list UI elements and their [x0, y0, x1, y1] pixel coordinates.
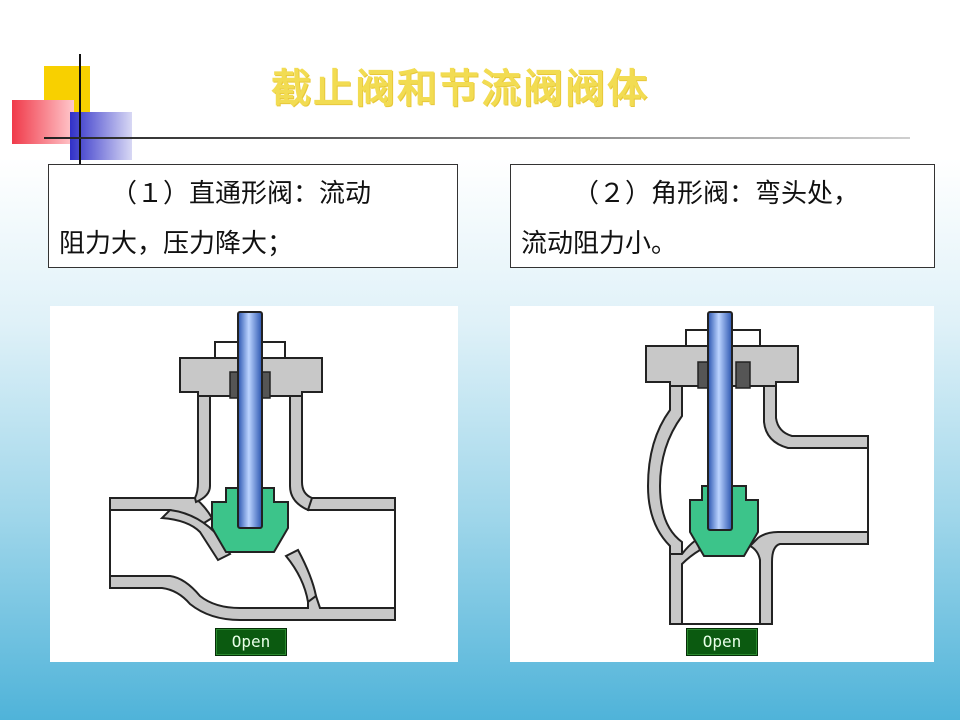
page-title: 截止阀和节流阀阀体 [271, 66, 649, 112]
angle-right-wall [763, 385, 869, 449]
angle-packing-right [735, 361, 751, 389]
deco-vertical-line [79, 54, 81, 164]
status-badge-straight: Open [215, 628, 287, 656]
straight-valve-drawing [109, 311, 396, 621]
angle-valve-diagram: Open [510, 306, 934, 662]
angle-left-wall [646, 385, 683, 555]
deco-red-square [12, 100, 74, 144]
seat-web-lower [284, 548, 318, 604]
caption-straight-line2: 阻力大，压力降大； [59, 229, 294, 259]
angle-seat-right [748, 531, 869, 625]
straight-valve-diagram: Open [50, 306, 458, 662]
status-badge-angle: Open [686, 628, 758, 656]
seat-web-upper [159, 508, 232, 562]
outlet-upper-wall [307, 497, 396, 511]
caption-angle-valve: （２）角形阀：弯头处， 流动阻力小。 [510, 164, 935, 268]
angle-valve-drawing [645, 311, 869, 625]
caption-straight-line1: （１）直通形阀：流动 [111, 179, 372, 209]
caption-angle-line2: 流动阻力小。 [521, 229, 678, 259]
deco-horizontal-line [44, 137, 910, 139]
valve-stem [237, 311, 263, 529]
angle-valve-stem [707, 311, 733, 531]
caption-angle-line1: （２）角形阀：弯头处， [573, 179, 860, 209]
inlet-lower-wall [109, 575, 396, 621]
bonnet-right-wall [289, 395, 314, 512]
caption-straight-valve: （１）直通形阀：流动 阻力大，压力降大； [48, 164, 458, 268]
bonnet-left-wall [193, 395, 211, 504]
